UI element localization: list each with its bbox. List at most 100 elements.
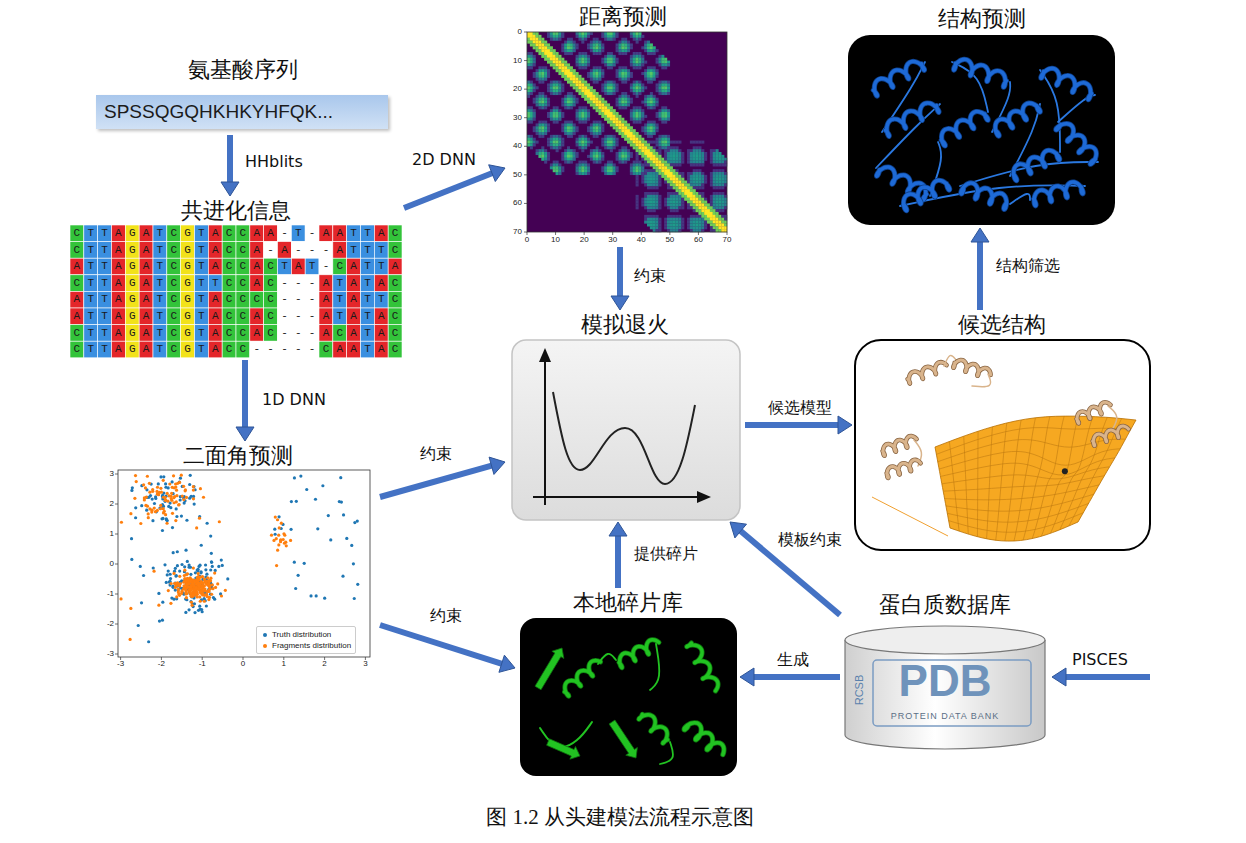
heatmap-cell <box>667 152 670 155</box>
heatmap-cell <box>624 38 627 41</box>
heatmap-cell <box>647 143 650 146</box>
heatmap-cell <box>530 109 533 112</box>
heatmap-cell <box>544 149 547 152</box>
heatmap-cell <box>547 46 550 49</box>
heatmap-cell <box>681 192 684 195</box>
heatmap-cell <box>641 149 644 152</box>
heatmap-cell <box>607 106 610 109</box>
heatmap-cell <box>570 121 573 124</box>
heatmap-cell <box>610 123 613 126</box>
heatmap-cell <box>610 115 613 118</box>
heatmap-cell <box>627 155 630 158</box>
heatmap-cell <box>581 149 584 152</box>
heatmap-cell <box>653 186 656 189</box>
heatmap-cell <box>578 58 581 61</box>
heatmap-cell <box>596 43 599 46</box>
heatmap-cell <box>627 129 630 132</box>
heatmap-cell <box>641 203 644 206</box>
heatmap-cell <box>590 43 593 46</box>
heatmap-cell <box>633 61 636 64</box>
heatmap-cell <box>624 152 627 155</box>
heatmap-cell <box>638 118 641 121</box>
heatmap-cell <box>578 121 581 124</box>
heatmap-cell <box>667 155 670 158</box>
heatmap-cell <box>673 183 676 186</box>
heatmap-cell <box>673 175 676 178</box>
heatmap-cell <box>713 158 716 161</box>
heatmap-cell <box>650 46 653 49</box>
heatmap-cell <box>713 172 716 175</box>
heatmap-cell <box>527 138 530 141</box>
heatmap-cell <box>573 152 576 155</box>
heatmap-cell <box>593 69 596 72</box>
heatmap-cell <box>681 195 684 198</box>
heatmap-cell <box>553 81 556 84</box>
heatmap-cell <box>664 146 667 149</box>
heatmap-cell <box>650 98 653 101</box>
heatmap-cell <box>630 109 633 112</box>
heatmap-cell <box>598 72 601 75</box>
heatmap-cell <box>553 163 556 166</box>
heatmap-cell <box>710 155 713 158</box>
heatmap-cell <box>533 112 536 115</box>
heatmap-cell <box>547 155 550 158</box>
heatmap-cell <box>593 38 596 41</box>
heatmap-cell <box>664 121 667 124</box>
heatmap-cell <box>647 192 650 195</box>
heatmap-cell <box>541 41 544 44</box>
heatmap-cell <box>590 155 593 158</box>
heatmap-cell <box>564 41 567 44</box>
heatmap-cell <box>627 78 630 81</box>
heatmap-cell <box>538 78 541 81</box>
heatmap-cell <box>567 161 570 164</box>
heatmap-cell <box>667 92 670 95</box>
heatmap-cell <box>596 126 599 129</box>
heatmap-cell <box>561 66 564 69</box>
heatmap-cell <box>630 143 633 146</box>
heatmap-cell <box>621 135 624 138</box>
heatmap-cell <box>558 92 561 95</box>
heatmap-cell <box>718 192 721 195</box>
heatmap-cell <box>638 92 641 95</box>
heatmap-cell <box>687 181 690 184</box>
heatmap-cell <box>641 86 644 89</box>
heatmap-cell <box>618 152 621 155</box>
heatmap-cell <box>721 178 724 181</box>
heatmap-cell <box>716 203 719 206</box>
heatmap-cell <box>593 98 596 101</box>
heatmap-cell <box>581 118 584 121</box>
heatmap-cell <box>676 206 679 209</box>
heatmap-cell <box>536 98 539 101</box>
heatmap-cell <box>716 201 719 204</box>
heatmap-cell <box>573 83 576 86</box>
heatmap-cell <box>636 203 639 206</box>
heatmap-cell <box>696 178 699 181</box>
heatmap-cell <box>533 143 536 146</box>
heatmap-cell <box>667 181 670 184</box>
heatmap-cell <box>718 155 721 158</box>
heatmap-cell <box>564 149 567 152</box>
heatmap-cell <box>613 61 616 64</box>
heatmap-cell <box>581 38 584 41</box>
heatmap-cell <box>598 121 601 124</box>
heatmap-cell <box>538 69 541 72</box>
heatmap-cell <box>624 135 627 138</box>
heatmap-cell <box>618 43 621 46</box>
heatmap-cell <box>581 66 584 69</box>
heatmap-cell <box>718 175 721 178</box>
heatmap-cell <box>536 129 539 132</box>
heatmap-cell <box>541 132 544 135</box>
axis-arrowhead <box>697 491 711 503</box>
heatmap-cell <box>616 115 619 118</box>
heatmap-cell <box>587 143 590 146</box>
heatmap-cell <box>604 169 607 172</box>
heatmap-cell <box>696 198 699 201</box>
heatmap-cell <box>561 61 564 64</box>
heatmap-cell <box>690 141 693 144</box>
heatmap-cell <box>573 75 576 78</box>
heatmap-cell <box>693 186 696 189</box>
heatmap-cell <box>667 178 670 181</box>
heatmap-cell <box>558 72 561 75</box>
heatmap-cell <box>633 163 636 166</box>
heatmap-cell <box>570 161 573 164</box>
